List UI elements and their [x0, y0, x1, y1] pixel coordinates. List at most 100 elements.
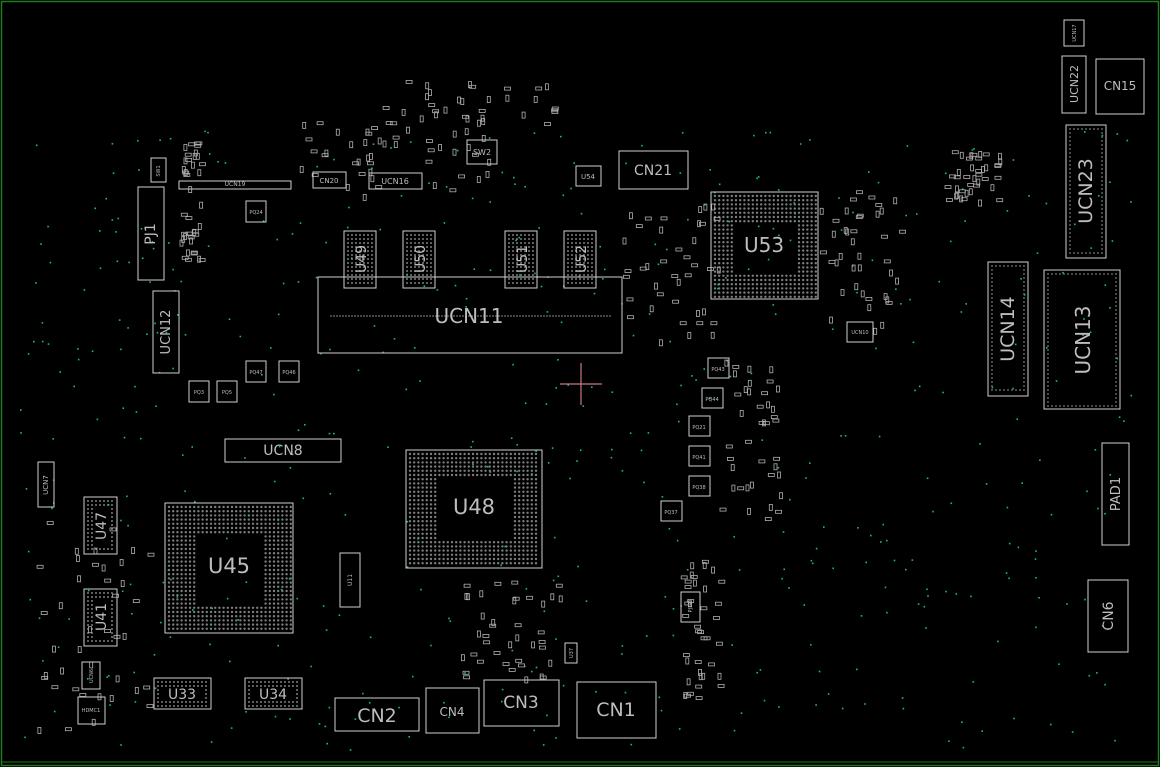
part-pq21[interactable]: PQ21: [688, 415, 711, 437]
part-pq3[interactable]: PQ3: [188, 380, 210, 403]
connector-cn1[interactable]: CN1: [576, 681, 657, 739]
connector-ucn7[interactable]: UCN7: [37, 461, 55, 508]
chip-u41[interactable]: U41: [83, 588, 118, 647]
part-pq38-label: PQ38: [692, 485, 705, 491]
connector-ucn10[interactable]: UCN10: [846, 321, 874, 343]
connector-ucn17[interactable]: UCN17: [1063, 19, 1085, 47]
chip-u49[interactable]: U49: [343, 230, 377, 289]
chip-u50-label: U50: [413, 245, 429, 273]
part-pq24[interactable]: PQ24: [245, 200, 267, 223]
switch-sw1-label: SW1: [156, 165, 162, 176]
connector-ucn16[interactable]: UCN16: [368, 172, 423, 190]
chip-u33-label: U33: [168, 687, 196, 703]
connector-ucn11[interactable]: UCN11: [317, 276, 623, 354]
connector-cn20[interactable]: CN20: [312, 171, 347, 189]
part-pq43[interactable]: PQ43: [707, 357, 730, 379]
chip-u47-label: U47: [94, 512, 110, 540]
part-pq37[interactable]: PQ37: [660, 500, 683, 522]
chip-u53[interactable]: U53: [710, 191, 819, 300]
connector-pj1[interactable]: PJ1: [137, 186, 165, 281]
connector-cn15[interactable]: CN15: [1095, 58, 1145, 115]
chip-pj11[interactable]: PJ11: [680, 591, 701, 623]
connector-hdmc1-label: HDMC1: [82, 708, 101, 714]
connector-cn21-label: CN21: [634, 163, 672, 179]
switch-sw2-label: SW2: [473, 148, 491, 157]
part-pq44-label: PQ44: [705, 397, 718, 403]
chip-u50[interactable]: U50: [402, 230, 436, 289]
connector-ucn13[interactable]: UCN13: [1043, 269, 1121, 410]
connector-cn6[interactable]: CN6: [1087, 579, 1129, 653]
part-pq3-label: PQ3: [194, 390, 204, 396]
part-pq44[interactable]: PQ44: [701, 387, 724, 409]
connector-ucn11-label: UCN11: [434, 304, 503, 328]
chip-u45[interactable]: U45: [164, 502, 294, 634]
connector-cn15-label: CN15: [1104, 79, 1137, 93]
chip-u52-label: U52: [574, 245, 590, 273]
connector-cn20-label: CN20: [319, 177, 338, 185]
switch-sw1[interactable]: SW1: [150, 157, 167, 183]
part-pq24-label: PQ24: [249, 210, 262, 216]
connector-ucn14-label: UCN14: [997, 296, 1019, 362]
connector-ucn23[interactable]: UCN23: [1065, 124, 1107, 259]
connector-ucn17-label: UCN17: [1072, 24, 1078, 41]
connector-pj1-label: PJ1: [143, 223, 159, 244]
connector-ucn16-label: UCN16: [381, 177, 409, 186]
connector-ucn6[interactable]: UCN6: [81, 661, 101, 690]
cursor-crosshair-marker: [560, 363, 602, 405]
chip-u34-label: U34: [259, 687, 287, 703]
connector-ucn22[interactable]: UCN22: [1061, 55, 1087, 114]
connector-ucn23-label: UCN23: [1075, 158, 1097, 224]
chip-u33[interactable]: U33: [153, 677, 212, 710]
part-pq47-label: PQ47: [249, 370, 262, 376]
connector-cn4[interactable]: CN4: [425, 687, 480, 734]
part-pq5[interactable]: PQ5: [216, 380, 238, 403]
connector-ucn8[interactable]: UCN8: [224, 438, 342, 463]
chip-u53-label: U53: [744, 233, 784, 257]
part-pq5-label: PQ5: [222, 390, 232, 396]
part-pq41[interactable]: PQ41: [688, 445, 711, 467]
connector-cn2-label: CN2: [357, 705, 397, 727]
part-pq47[interactable]: PQ47: [245, 360, 267, 383]
connector-cn3[interactable]: CN3: [483, 679, 560, 727]
connector-cn2[interactable]: CN2: [334, 697, 420, 732]
chip-u52[interactable]: U52: [563, 230, 597, 289]
chip-pj11-label: PJ11: [688, 602, 694, 613]
chip-u54[interactable]: U54: [575, 165, 602, 187]
connector-cn21[interactable]: CN21: [618, 150, 689, 190]
connector-cn4-label: CN4: [440, 705, 465, 719]
connector-ucn14[interactable]: UCN14: [987, 261, 1029, 397]
connector-hdmc1[interactable]: HDMC1: [77, 696, 106, 725]
chip-u11[interactable]: U11: [339, 552, 361, 608]
part-pq46-label: PQ46: [282, 370, 295, 376]
connector-ucn6-label: UCN6: [89, 669, 95, 683]
part-pq46[interactable]: PQ46: [278, 360, 300, 383]
connector-ucn12[interactable]: UCN12: [152, 290, 180, 374]
connector-ucn19[interactable]: UCN19: [178, 180, 292, 190]
connector-ucn7-label: UCN7: [42, 475, 50, 495]
connector-cn6-label: CN6: [1101, 601, 1117, 630]
connector-ucn12-label: UCN12: [159, 310, 174, 355]
connector-cn1-label: CN1: [596, 699, 636, 721]
connector-ucn22-label: UCN22: [1068, 65, 1081, 103]
chip-u45-label: U45: [208, 554, 250, 578]
part-pq38[interactable]: PQ38: [688, 475, 711, 497]
chip-u48[interactable]: U48: [405, 449, 543, 569]
chip-u51[interactable]: U51: [504, 230, 538, 289]
chip-u47[interactable]: U47: [83, 496, 118, 555]
chip-u34[interactable]: U34: [244, 677, 303, 710]
connector-ucn10-label: UCN10: [851, 330, 868, 336]
chip-u37[interactable]: U37: [564, 642, 578, 664]
chip-u51-label: U51: [515, 245, 531, 273]
connector-ucn19-label: UCN19: [225, 181, 246, 188]
chip-u41-label: U41: [94, 603, 110, 631]
connector-ucn8-label: UCN8: [263, 443, 302, 459]
part-pq43-label: PQ43: [711, 367, 724, 373]
chip-u37-label: U37: [569, 648, 575, 658]
switch-sw2[interactable]: SW2: [466, 139, 498, 165]
pad-pad1[interactable]: PAD1: [1101, 442, 1130, 546]
chip-u48-label: U48: [453, 495, 495, 519]
part-pq37-label: PQ37: [664, 510, 677, 516]
connector-ucn13-label: UCN13: [1071, 305, 1095, 374]
part-pq41-label: PQ41: [692, 455, 705, 461]
